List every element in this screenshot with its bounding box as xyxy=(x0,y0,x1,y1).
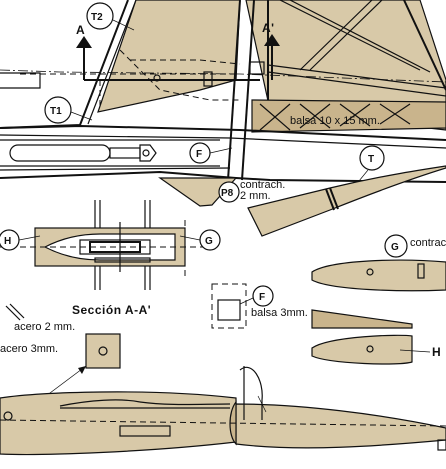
svg-text:G: G xyxy=(205,236,213,247)
part-g-profile: G contracha xyxy=(311,234,446,292)
balsa-sheet-right xyxy=(245,0,446,131)
svg-text:T: T xyxy=(368,154,374,165)
svg-text:F: F xyxy=(259,292,265,303)
svg-text:P8: P8 xyxy=(221,188,234,199)
svg-text:G: G xyxy=(391,242,399,253)
part-f-block: F balsa 3mm. xyxy=(211,283,308,329)
callout-p8: P8 contrach. 2 mm. xyxy=(218,179,285,203)
section-arrow-left-icon xyxy=(76,36,92,48)
plywood-plate-p8 xyxy=(158,177,238,207)
callout-f-top: F xyxy=(189,142,233,164)
svg-text:H: H xyxy=(4,236,11,247)
svg-text:T1: T1 xyxy=(50,106,62,117)
fuselage-upper-structure xyxy=(0,0,446,207)
section-arrow-right-icon xyxy=(264,34,280,46)
svg-text:T2: T2 xyxy=(91,12,103,23)
fuselage-side-view-bottom xyxy=(0,366,446,456)
acero-2mm-label: acero 2 mm. xyxy=(14,321,75,333)
callout-g-left: G xyxy=(179,229,221,251)
centerline-upper xyxy=(0,69,446,83)
callout-t1: T1 xyxy=(44,96,93,124)
square-block xyxy=(85,333,121,369)
pushrod-tube xyxy=(9,144,111,162)
section-label-a: A xyxy=(76,23,85,37)
balsa-strip-label: balsa 10 x 15 mm. xyxy=(290,115,380,127)
svg-text:F: F xyxy=(196,149,202,160)
balsa-f-label: balsa 3mm. xyxy=(251,307,308,319)
contracha-g-label: contracha xyxy=(410,237,446,249)
tapered-piece-t: T xyxy=(247,145,446,237)
callout-t2: T2 xyxy=(86,2,135,31)
section-markers: A A' xyxy=(76,21,280,81)
section-label-a-prime: A' xyxy=(262,21,275,35)
part-h-profile: H xyxy=(311,309,441,365)
callout-h-left: H xyxy=(0,229,41,251)
steel-wire-details: acero 2 mm. acero 3mm. xyxy=(0,303,121,409)
acero-3mm-label: acero 3mm. xyxy=(0,343,58,355)
balsa-sheet-upper xyxy=(97,0,241,113)
contrach-p8-label: contrach. xyxy=(240,179,285,191)
cross-section-a-a: Sección A-A' xyxy=(0,200,210,317)
contrach-p8-size: 2 mm. xyxy=(240,190,271,202)
section-title: Sección A-A' xyxy=(72,303,151,317)
part-h-label: H xyxy=(432,345,441,359)
